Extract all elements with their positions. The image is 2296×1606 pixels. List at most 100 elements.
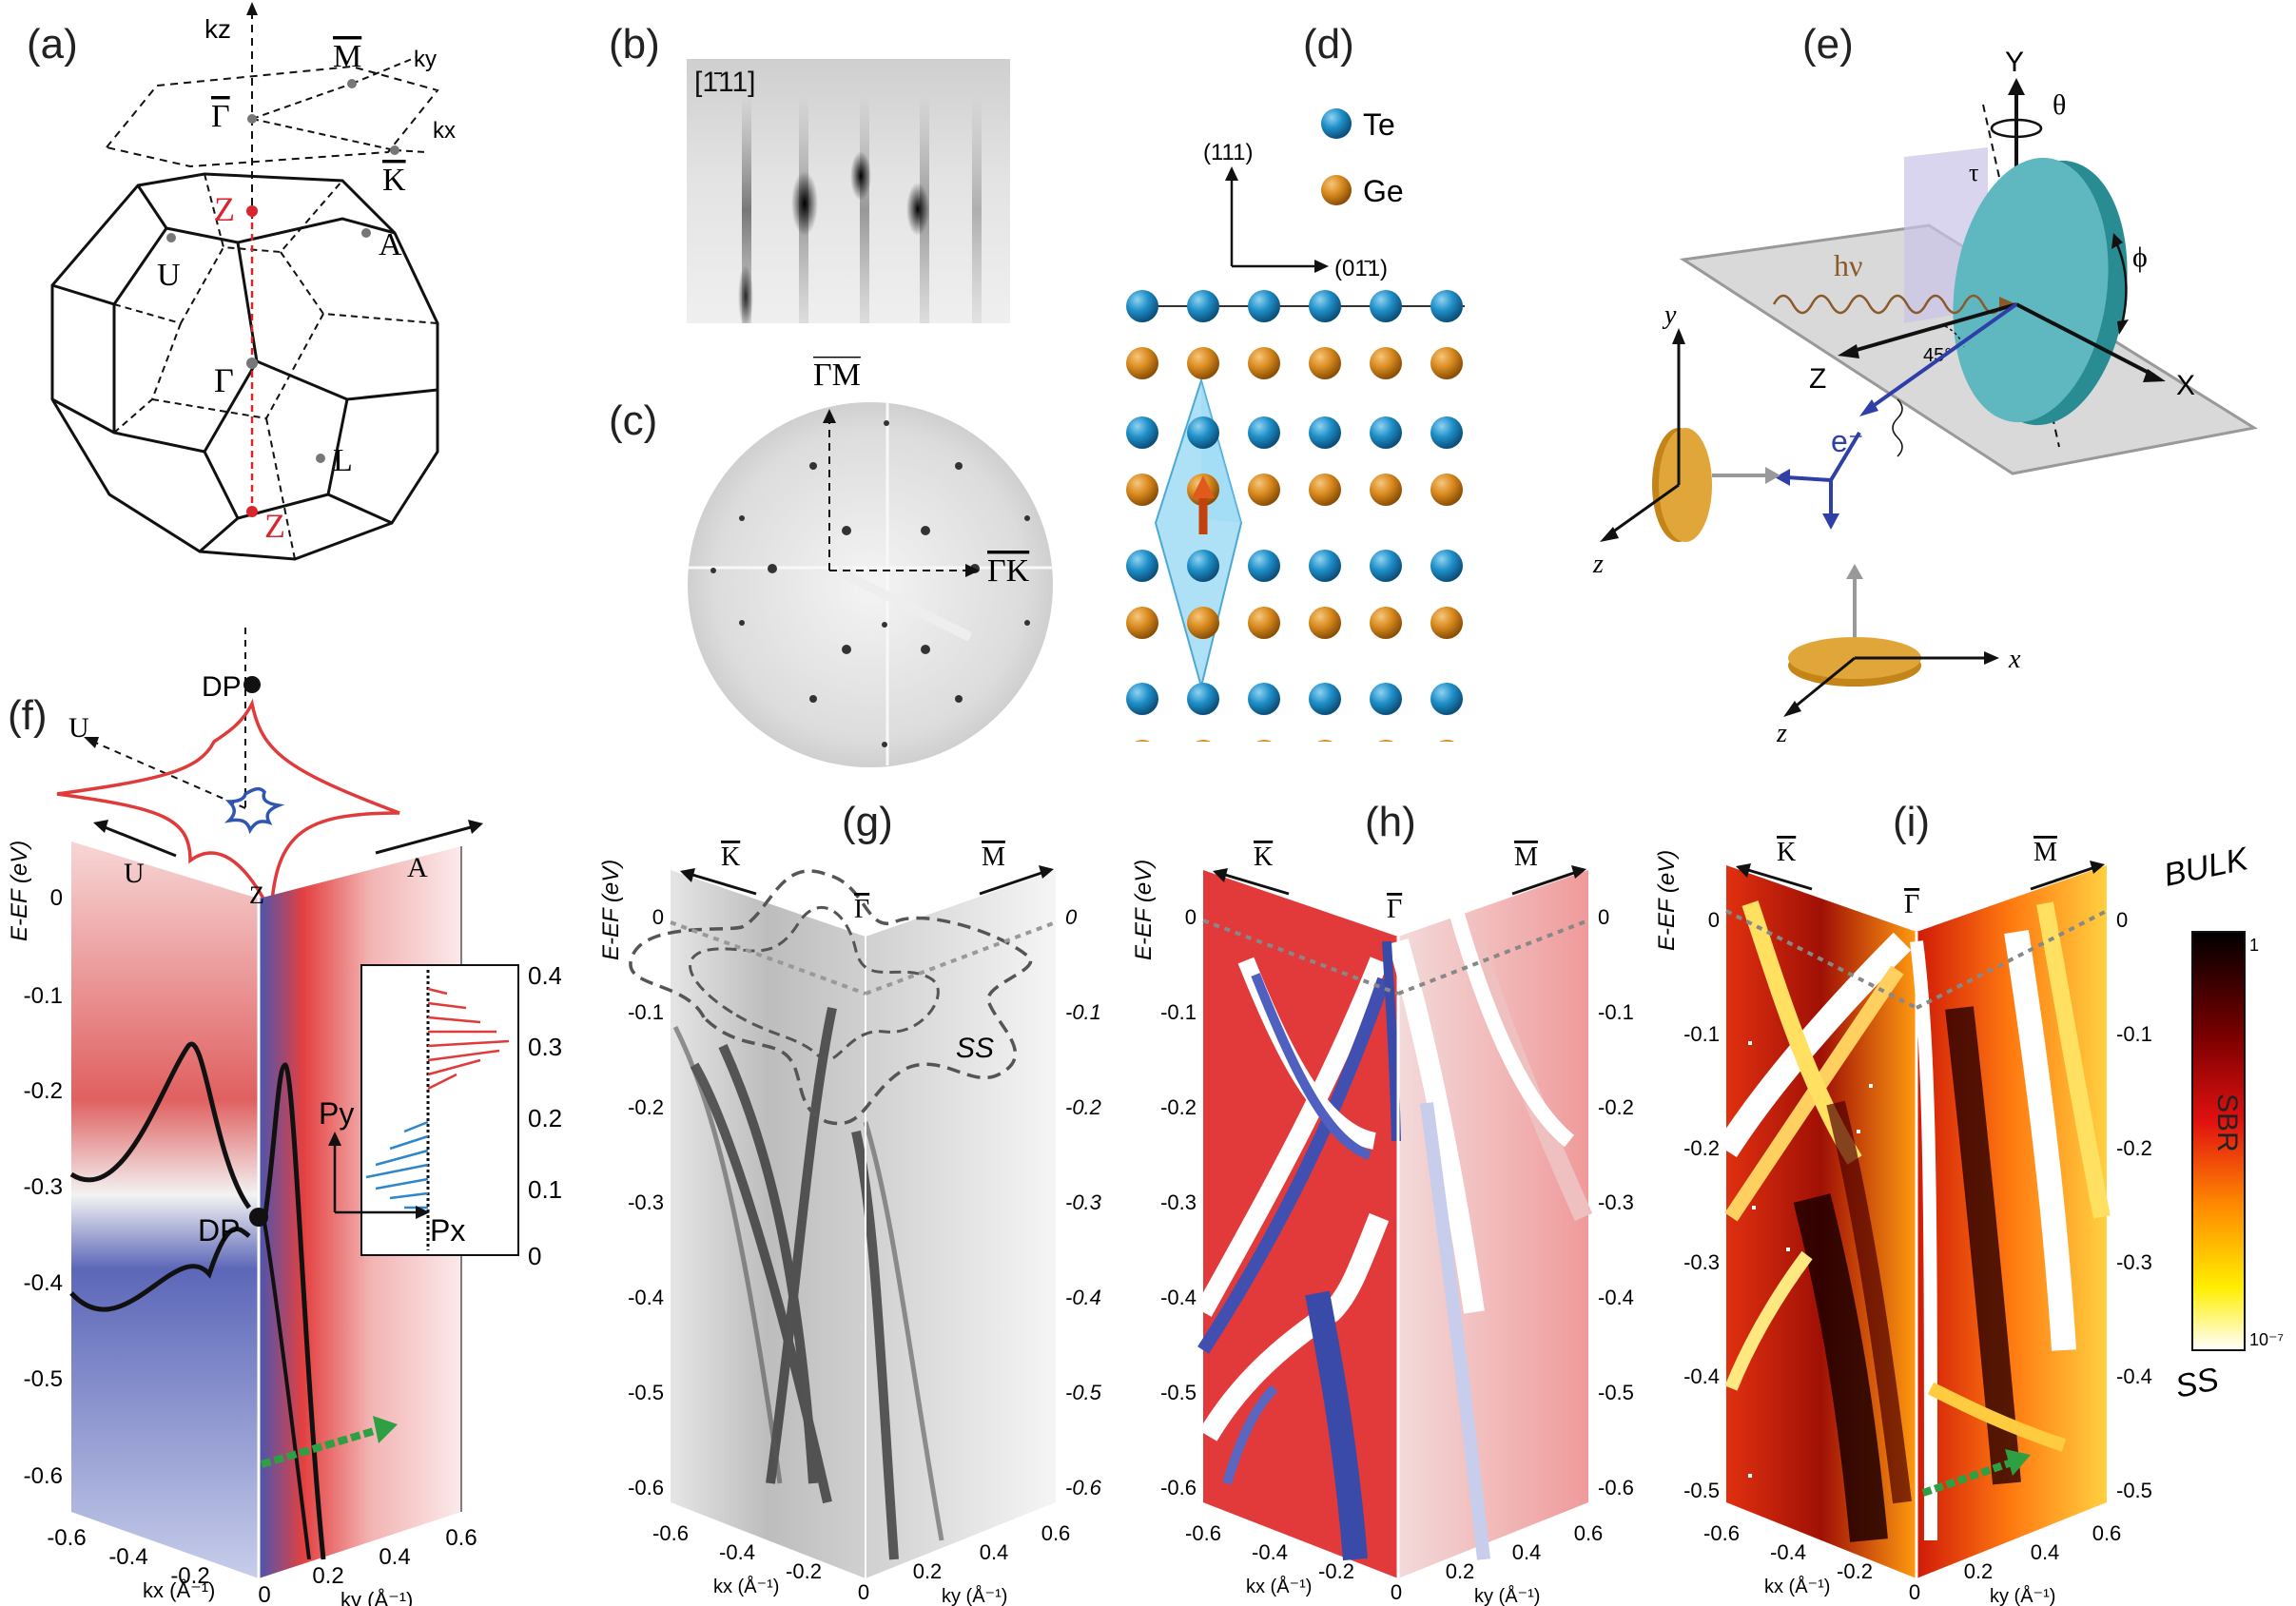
te-atom: [1370, 550, 1402, 582]
panel-h-spin-band-structure: K Γ M E-EF (eV) 0 -0.1 -0.2 -0.3 -0.4 -0…: [1131, 842, 1634, 1606]
h-ytick-l6: -0.6: [1160, 1476, 1197, 1500]
g-k-label: K: [721, 842, 740, 872]
leed-gm-label: ΓM: [813, 358, 861, 393]
colorbar-bottom-label: SS: [2172, 1361, 2223, 1405]
e-y-small-label: y: [1662, 300, 1677, 330]
g-ytick-l4: -0.4: [628, 1286, 664, 1309]
h-ytick-r0: 0: [1598, 905, 1609, 929]
h-k-label: K: [1254, 842, 1273, 872]
g-xtick-r1: 0.4: [980, 1540, 1009, 1564]
g-ytick-l6: -0.6: [628, 1476, 664, 1500]
i-k-label: K: [1777, 838, 1796, 867]
panel-b-rheed-image: [1̄11]: [687, 59, 1010, 329]
h-ytick-l5: -0.5: [1160, 1381, 1197, 1404]
panel-d-crystal-structure: Te Ge (111) (01̄1): [1126, 107, 1465, 742]
e-y-label: Y: [2005, 47, 2024, 78]
panel-label-h: (h): [1365, 799, 1416, 845]
ge-atom: [1248, 474, 1280, 506]
f-py-label: Py: [319, 1096, 354, 1131]
te-atom: [1309, 416, 1341, 449]
f-u-label: U: [124, 858, 145, 889]
i-ytick-r3: -0.3: [2116, 1250, 2152, 1274]
g-xtick-l3: 0: [858, 1580, 869, 1604]
ge-atom: [1135, 740, 1150, 742]
leed-gk-label: ΓK: [987, 553, 1030, 589]
i-xlabel-right: ky (Å⁻¹): [1990, 1585, 2055, 1606]
kz-label: kz: [204, 14, 231, 44]
f-xtick-l3: 0: [258, 1582, 270, 1606]
g-gamma-label: Γ: [854, 895, 869, 924]
g-ytick-l2: -0.2: [628, 1095, 664, 1119]
i-ytick-l0: 0: [1708, 908, 1720, 932]
i-ytick-r4: -0.4: [2116, 1364, 2152, 1388]
z-bottom-label: Z: [264, 507, 285, 545]
panel-c-leed-image: ΓM ΓK: [688, 358, 1053, 767]
k-bar-label: K: [382, 163, 406, 198]
colorbar-mid-label: SBR: [2211, 1093, 2243, 1152]
i-ytick-r5: -0.5: [2116, 1479, 2152, 1502]
ge-atom: [1309, 347, 1341, 379]
te-atom: [1309, 683, 1341, 715]
i-ytick-r1: -0.1: [2116, 1022, 2152, 1046]
f-xtick-r0: 0.2: [312, 1563, 343, 1589]
f-ylabel: E-EF (eV): [7, 841, 32, 941]
i-ytick-r2: -0.2: [2116, 1136, 2152, 1160]
h-ytick-l1: -0.1: [1160, 1000, 1197, 1024]
axis-111-label: (111): [1203, 140, 1253, 165]
rheed-direction-label: [1̄11]: [694, 67, 756, 98]
f-ytick-5: -0.5: [24, 1366, 63, 1392]
ge-atom: [1370, 474, 1402, 506]
te-atom: [1187, 550, 1219, 582]
e-hv-label: hν: [1834, 248, 1862, 282]
g-ytick-l1: -0.1: [628, 1000, 664, 1024]
panel-label-e: (e): [1802, 21, 1854, 68]
te-atom: [1370, 683, 1402, 715]
h-ytick-r3: -0.3: [1598, 1190, 1634, 1214]
m-bar-label: M: [333, 39, 361, 74]
i-xtick-l3: 0: [1909, 1580, 1920, 1604]
i-xtick-l2: -0.2: [1837, 1559, 1873, 1583]
i-ytick-r0: 0: [2116, 908, 2128, 932]
ge-atom: [1430, 607, 1463, 639]
h-ytick-r5: -0.5: [1598, 1381, 1634, 1404]
panel-a-brillouin-zone: kz M ky kx Γ K Z U A Γ L Z: [50, 2, 456, 561]
i-ytick-l3: -0.3: [1683, 1250, 1720, 1274]
te-atom: [1126, 416, 1158, 449]
f-ytick-6: -0.6: [24, 1463, 63, 1489]
te-atom: [1248, 550, 1280, 582]
h-xtick-l0: -0.6: [1185, 1521, 1221, 1545]
te-atom: [1248, 290, 1280, 322]
i-ytick-l4: -0.4: [1683, 1364, 1720, 1388]
ge-atom: [1248, 607, 1280, 639]
f-ytick-2: -0.2: [24, 1078, 63, 1104]
te-atom: [1430, 290, 1463, 322]
h-xtick-l1: -0.4: [1252, 1540, 1288, 1564]
h-xtick-l2: -0.2: [1318, 1559, 1354, 1583]
ge-atom: [1378, 740, 1393, 742]
h-ytick-l0: 0: [1185, 905, 1197, 929]
i-xtick-r2: 0.6: [2092, 1521, 2122, 1545]
e-theta-label: θ: [2053, 89, 2066, 121]
ge-atom: [1309, 474, 1341, 506]
te-atom: [1126, 290, 1158, 322]
ge-atom: [1370, 607, 1402, 639]
te-atom: [1370, 416, 1402, 449]
panel-i-sbr-map: K Γ M E-EF (eV) 0 -0.1 -0.2 -0.3 -0.4 -0…: [1654, 838, 2284, 1606]
f-xtick-l0: -0.6: [47, 1525, 86, 1551]
f-inset-ytick-1: 0.3: [528, 1033, 561, 1061]
panel-g-band-structure: SS K Γ M E-EF (eV) 0 -0.1 -0.2 -0.3 -0.4…: [598, 842, 1102, 1606]
f-xtick-r2: 0.6: [445, 1525, 477, 1551]
ge-atom: [1309, 607, 1341, 639]
g-ss-label: SS: [956, 1033, 994, 1064]
h-ylabel: E-EF (eV): [1131, 860, 1157, 960]
f-xlabel-right: ky (Å⁻¹): [341, 1588, 413, 1606]
g-ytick-r2: -0.2: [1065, 1095, 1101, 1119]
legend-ge: Ge: [1363, 174, 1404, 208]
panel-label-b: (b): [609, 21, 660, 68]
kx-label: kx: [433, 118, 456, 144]
te-atom: [1248, 416, 1280, 449]
te-atom: [1248, 683, 1280, 715]
i-ytick-l2: -0.2: [1683, 1136, 1720, 1160]
colorbar: [2191, 931, 2246, 1351]
g-xtick-r2: 0.6: [1041, 1521, 1071, 1545]
